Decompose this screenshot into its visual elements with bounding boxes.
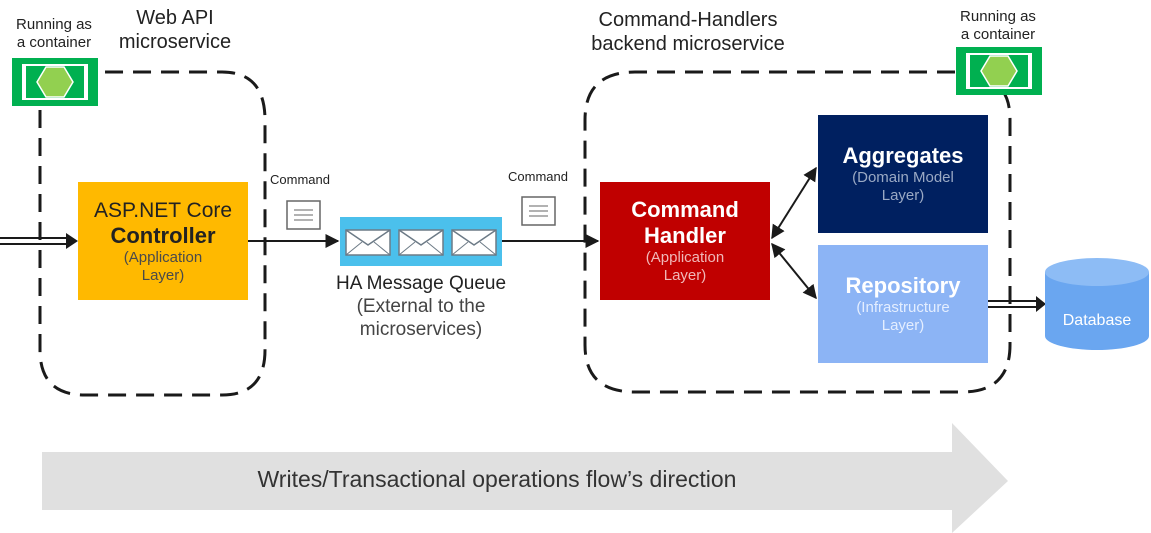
cmdhandlers-title: Command-Handlers backend microservice: [591, 9, 785, 55]
arrow-repository-to-database: [988, 296, 1046, 312]
running-container-label-left: Running as a container: [16, 16, 92, 51]
controller-sub1: (Application: [123, 248, 203, 266]
handler-sub2: Layer): [663, 267, 707, 284]
container-icon-left: [12, 58, 98, 106]
aggregates-sub1: (Domain Model: [852, 169, 954, 186]
command-document-icon-right: [521, 196, 556, 226]
repository-sub1: (Infrastructure: [856, 299, 950, 316]
envelope-icon: [345, 229, 391, 256]
database-icon: [1045, 258, 1149, 350]
command-document-icon-left: [286, 200, 321, 230]
repository-bold: Repository: [845, 273, 961, 298]
command-label-left: Command: [270, 172, 330, 187]
message-queue-icon: [340, 217, 502, 266]
aggregates-sub2: Layer): [881, 187, 925, 204]
input-arrow: [0, 233, 78, 249]
controller-sub2: Layer): [141, 266, 185, 284]
handler-bold1: Command: [631, 197, 739, 222]
repository-sub2: Layer): [881, 317, 925, 334]
envelope-icon: [398, 229, 444, 256]
command-label-right: Command: [508, 169, 568, 184]
controller-box: ASP.NET Core Controller (Application Lay…: [78, 182, 248, 300]
webapi-container-boundary: [38, 70, 267, 397]
queue-label: HA Message Queue (External to the micros…: [335, 273, 507, 340]
aggregates-bold: Aggregates: [842, 143, 964, 168]
handler-bold2: Handler: [644, 223, 726, 248]
flow-direction-arrow: [42, 423, 1008, 533]
aggregates-box: Aggregates (Domain Model Layer): [818, 115, 988, 233]
arrow-handler-aggregates: [771, 166, 817, 240]
handler-sub1: (Application: [645, 249, 725, 266]
arrow-handler-repository: [771, 242, 817, 300]
container-icon-right: [956, 47, 1042, 95]
controller-bold: Controller: [110, 222, 216, 248]
database-label: Database: [1062, 312, 1132, 329]
flow-direction-label: Writes/Transactional operations flow’s d…: [257, 466, 737, 492]
running-container-label-right: Running as a container: [960, 8, 1036, 43]
command-handler-box: Command Handler (Application Layer): [600, 182, 770, 300]
cmdhandlers-container-boundary: [583, 70, 1012, 394]
controller-title: ASP.NET Core: [93, 198, 233, 222]
webapi-title: Web API microservice: [118, 7, 232, 53]
envelope-icon: [451, 229, 497, 256]
repository-box: Repository (Infrastructure Layer): [818, 245, 988, 363]
